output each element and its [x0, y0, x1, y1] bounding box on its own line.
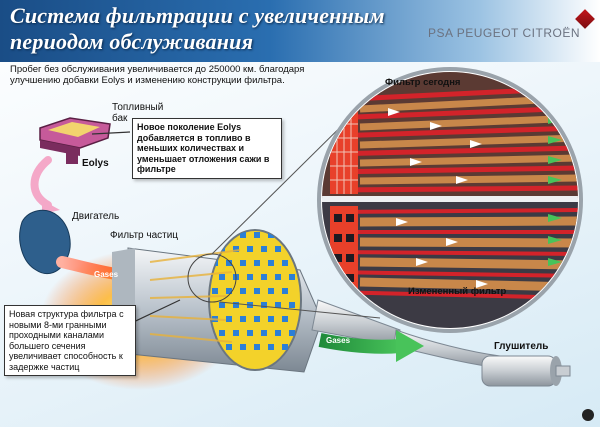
title-line-1: Система фильтрации с увеличенным: [10, 3, 385, 28]
eolys-callout: Новое поколение Eolys добавляется в топл…: [132, 118, 282, 179]
clean-gases-arrow: [396, 330, 424, 362]
magnified-filter-view: [317, 67, 583, 333]
title-band: Система фильтрации с увеличенным периодо…: [0, 0, 600, 62]
fuel-tank-graphic: [39, 117, 111, 164]
particle-filter-graphic: [112, 229, 323, 373]
brand-label: PSA PEUGEOT CITROËN: [428, 26, 580, 40]
muffler-label: Глушитель: [494, 341, 549, 352]
filter-today-label: Фильтр сегодня: [385, 77, 461, 88]
structure-callout: Новая структура фильтра с новыми 8-ми гр…: [4, 305, 136, 376]
particle-filter-label: Фильтр частиц: [110, 230, 179, 241]
title-line-2: периодом обслуживания: [10, 29, 254, 54]
filter-modified-label: Измененный фильтр: [408, 286, 507, 297]
fuel-tank-label: Топливный бак: [112, 102, 164, 124]
intro-text: Пробег без обслуживания увеличивается до…: [10, 64, 305, 86]
engine-label: Двигатель: [72, 211, 120, 222]
muffler-graphic: [481, 355, 571, 387]
fuel-flow-arrow: [30, 156, 52, 209]
eolys-label: Eolys: [82, 158, 109, 169]
corner-logo-icon: [582, 409, 594, 421]
gases-out-label: Gases: [326, 336, 351, 345]
gases-in-label: Gases: [94, 270, 119, 279]
